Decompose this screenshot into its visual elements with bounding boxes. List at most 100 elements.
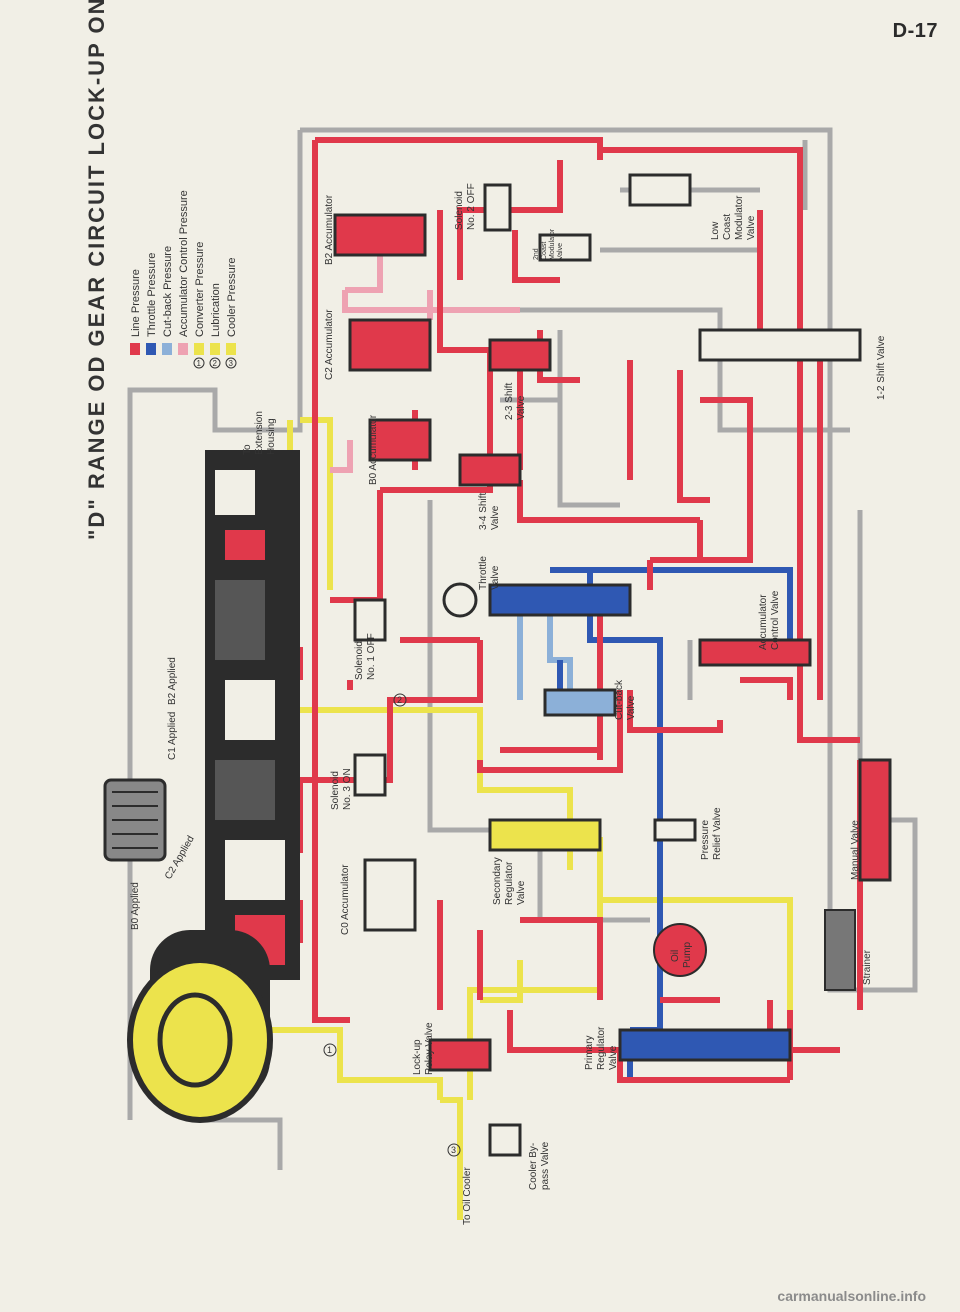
label-oil-pump-b: Pump [682,941,693,968]
label-c0-accumulator: C0 Accumulator [340,864,351,935]
cutback-valve-body [543,688,617,717]
second-coast-valve-body [538,233,592,262]
manual-valve-body [858,758,892,882]
legend-marker: 3 [229,359,234,368]
legend-label: Accumulator Control Pressure [178,190,190,337]
c0-accumulator-body [363,858,417,932]
legend-swatch [162,343,172,355]
label-secondary-b: Regulator [504,861,515,905]
label-c2-accumulator: C2 Accumulator [324,309,335,380]
label-second-coast-d: Valve [557,243,564,260]
throttle-cam [442,582,478,618]
label-to-extension: To [242,444,253,455]
label-throttle-b: Valve [490,565,501,590]
accumulator-control-lines [330,245,520,473]
label-manual-valve: Manual Valve [850,820,861,880]
legend-item: Throttle Pressure [146,253,158,355]
label-primary-b: Regulator [596,1026,607,1070]
primary-reg-valve-body [618,1028,792,1062]
label-secondary-a: Secondary [492,857,503,905]
label-primary-c: Valve [608,1045,619,1070]
throttle-valve-body [488,583,632,617]
label-low-coast-a: Low [710,221,721,240]
circled-markers: 1 2 3 [323,693,461,1157]
label-throttle-a: Throttle [478,556,489,590]
label-shift23-b: Valve [516,395,527,420]
transmission-section [103,450,300,1123]
label-b0-applied: B0 Applied [130,882,141,930]
label-cooler-bypass-a: Cooler By- [528,1143,539,1190]
label-second-coast-b: Coast [541,242,548,260]
label-second-coast-a: 2nd [533,248,540,260]
label-shift34-a: 3-4 Shift [478,493,489,530]
label-solenoid3-a: Solenoid [330,771,341,810]
legend-swatch [178,343,188,355]
valve-bodies [428,173,892,1157]
label-low-coast-b: Coast [722,214,733,240]
label-oil-pump-a: Oil [670,950,681,962]
label-low-coast-d: Valve [746,215,757,240]
cooler-bypass-valve-body [488,1123,522,1157]
marker-1-converter: 1 [327,1045,332,1055]
label-lockup-b: Relay Valve [424,1022,435,1075]
legend-marker-circle [209,357,221,369]
label-solenoid1-b: No. 1 OFF [366,633,377,680]
label-strainer: Strainer [862,949,873,985]
marker-2-lube: 2 [397,695,402,705]
label-cooler-bypass-b: pass Valve [540,1141,551,1190]
legend-item: 3 Cooler Pressure [225,258,238,369]
label-shift34-b: Valve [490,505,501,530]
label-solenoid1-a: Solenoid [354,641,365,680]
strainer [824,909,856,991]
label-c2-applied: C2 Applied [163,834,197,881]
label-pressure-relief-a: Pressure [700,820,711,860]
legend-label: Line Pressure [130,269,142,337]
secondary-reg-valve-body [488,818,602,852]
label-c1-applied: C1 Applied [167,712,178,760]
accumulators [333,213,432,932]
solenoid-3-body [353,753,387,797]
shift-34-valve-body [458,453,522,487]
label-to-extension-2: Extension [254,411,265,455]
legend-label: Throttle Pressure [146,253,158,337]
marker-3-cooler: 3 [451,1145,456,1155]
shift-23-valve-body [488,338,552,372]
legend-label: Cooler Pressure [226,258,238,337]
lockup-relay-valve-body [428,1038,492,1072]
legend-marker: 2 [213,359,218,368]
diagram-title: "D" RANGE OD GEAR CIRCUIT LOCK-UP ON [84,0,109,540]
label-solenoid2-a: Solenoid [454,191,465,230]
legend: Line Pressure Throttle Pressure Cut-back P… [130,190,238,369]
label-solenoid3-b: No. 3 ON [342,768,353,810]
label-lockup-a: Lock-up [412,1039,423,1075]
accum-ctrl-valve-body [698,638,812,667]
oil-pump [653,923,707,977]
label-shift12: 1-2 Shift Valve [876,335,887,400]
label-shift23-a: 2-3 Shift [504,383,515,420]
solenoid-1-body [353,598,387,642]
legend-marker-circle [225,357,237,369]
label-b0-accumulator: B0 Accumulator [368,414,379,485]
component-labels: B0 Applied C2 Applied C1 Applied B2 Appl… [130,183,887,1225]
legend-item: Cut-back Pressure [162,246,174,355]
label-cutback-a: Cut-back [614,679,625,720]
label-primary-a: Primary [584,1036,595,1070]
legend-label: Converter Pressure [194,242,206,337]
label-cutback-b: Valve [626,695,637,720]
c2-accumulator-body [348,318,432,372]
legend-marker-circle [193,357,205,369]
b0-accumulator-body [368,418,432,462]
label-b2-accumulator: B2 Accumulator [324,194,335,265]
label-low-coast-c: Modulator [734,195,745,240]
label-second-coast-c: Modulator [549,228,556,260]
page-number: D-17 [892,20,938,42]
line-pressure-lines [220,137,863,1083]
pressure-relief-valve-body [653,818,697,842]
label-accum-ctrl-b: Control Valve [770,590,781,650]
low-coast-valve-body [628,173,692,207]
label-accum-ctrl-a: Accumulator [758,594,769,650]
